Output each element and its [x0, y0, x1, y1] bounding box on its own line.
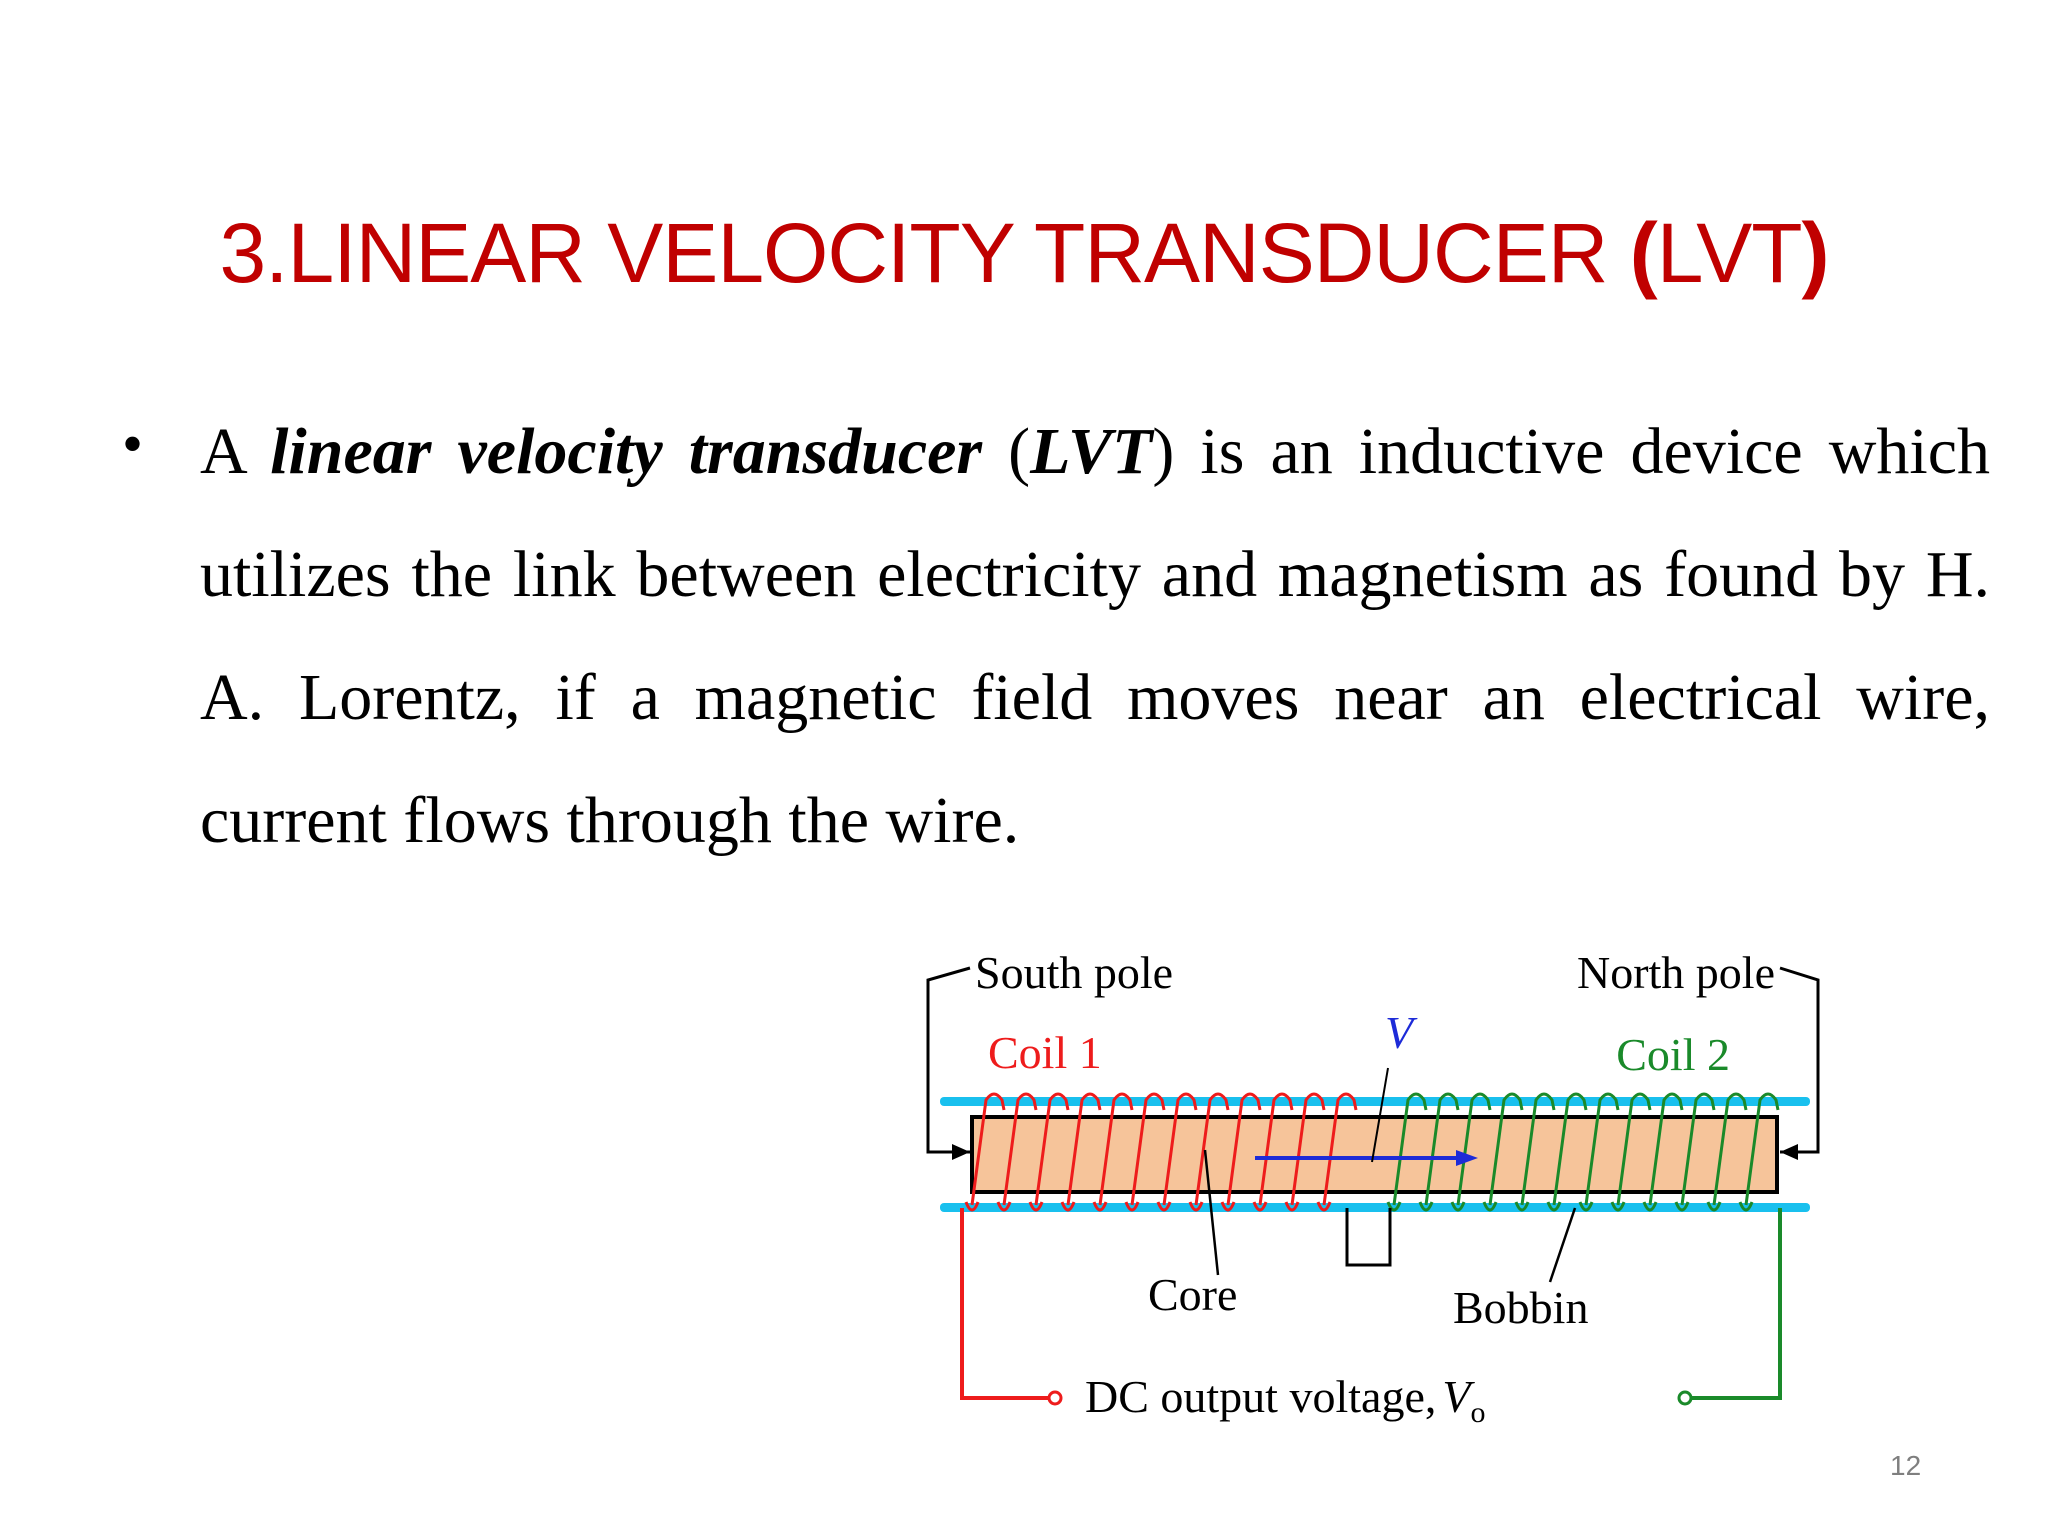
coil-2-turn [1648, 1092, 1684, 1206]
coil-1-turn [1066, 1092, 1102, 1206]
coil-2-turn-bottom [1674, 1201, 1690, 1212]
bullet-paragraph: A linear velocity transducer (LVT) is an… [200, 390, 1990, 882]
coil-1-turn-bottom [1060, 1201, 1076, 1212]
lvt-diagram: South pole North pole Coil 1 Coil 2 V Co… [926, 947, 1820, 1429]
bobbin-label: Bobbin [1453, 1282, 1588, 1333]
para-rest: ) is an inductive device which utilizes … [200, 415, 1991, 857]
coil-1-windings [964, 1092, 1358, 1212]
bobbin-top-rail [940, 1097, 1810, 1106]
coil-1-turn-bottom [1252, 1201, 1268, 1212]
coil-2-turn-bottom [1450, 1201, 1466, 1212]
title-abbreviation: LVT [1656, 206, 1803, 300]
bobbin-leader [1548, 1207, 1577, 1283]
coil-2-turn-bottom [1482, 1201, 1498, 1212]
coil-1-turn-bottom [1220, 1201, 1236, 1212]
bobbin-bottom-rail [940, 1203, 1810, 1212]
coil-junction-wire [1345, 1208, 1392, 1267]
coil-1-turn [970, 1092, 1006, 1206]
core-label: Core [1148, 1269, 1237, 1320]
output-voltage-label: DC output voltage,Vo [1085, 1371, 1485, 1429]
coil-1-turn-bottom [1188, 1201, 1204, 1212]
coil-2-turn [1712, 1092, 1748, 1206]
coil-1-turn-bottom [1316, 1201, 1332, 1212]
coil-1-turn [1162, 1092, 1198, 1206]
coil-2-turn-bottom [1546, 1201, 1562, 1212]
para-term: linear velocity transducer [270, 415, 983, 488]
coil-2-turn-bottom [1610, 1201, 1626, 1212]
page-number: 12 [1890, 1450, 1922, 1481]
bullet-marker: • [122, 411, 144, 477]
coil-1-turn-bottom [1284, 1201, 1300, 1212]
output-terminal-left [1047, 1390, 1063, 1406]
coil-2-turn-bottom [1738, 1201, 1754, 1212]
south-pole-bracket [926, 966, 971, 1154]
slide-title: 3.LINEAR VELOCITY TRANSDUCER (LVT) [0, 205, 2048, 302]
coil-1-turn-bottom [1028, 1201, 1044, 1212]
coil-1-turn [1258, 1092, 1294, 1206]
coil-2-turn-bottom [1514, 1201, 1530, 1212]
para-article: A [200, 415, 271, 488]
title-close-paren: ) [1801, 206, 1830, 300]
coil-1-turn [1130, 1092, 1166, 1206]
velocity-arrowhead [1456, 1150, 1478, 1166]
coil-2-turn [1424, 1092, 1460, 1206]
coil-2-turn-bottom [1386, 1201, 1402, 1212]
output-voltage-symbol: V [1442, 1371, 1475, 1422]
south-arrowhead [952, 1144, 970, 1160]
coil-2-turn-bottom [1418, 1201, 1434, 1212]
south-pole-label: South pole [975, 947, 1173, 998]
output-voltage-text: DC output voltage, [1085, 1371, 1436, 1422]
coil-2-turn [1744, 1092, 1780, 1206]
coil-2-windings [1386, 1092, 1780, 1212]
coil-1-turn [1194, 1092, 1230, 1206]
coil-2-turn [1584, 1092, 1620, 1206]
coil-1-lead-wire [960, 1208, 1050, 1400]
coil-1-turn-bottom [996, 1201, 1012, 1212]
coil-2-label: Coil 2 [1616, 1029, 1730, 1080]
coil-2-turn [1456, 1092, 1492, 1206]
coil-1-turn [1002, 1092, 1038, 1206]
coil-2-turn-bottom [1706, 1201, 1722, 1212]
title-open-paren: ( [1629, 206, 1658, 300]
coil-2-turn [1488, 1092, 1524, 1206]
coil-1-turn [1290, 1092, 1326, 1206]
para-open: ( [982, 415, 1031, 488]
coil-1-turn [1226, 1092, 1262, 1206]
coil-1-label: Coil 1 [988, 1027, 1102, 1078]
core-leader [1203, 1149, 1220, 1276]
coil-1-turn-bottom [964, 1201, 980, 1212]
coil-2-turn [1392, 1092, 1428, 1206]
north-pole-bracket [1779, 966, 1820, 1154]
coil-1-turn-bottom [1124, 1201, 1140, 1212]
velocity-label: V [1385, 1007, 1418, 1058]
coil-1-turn-bottom [1092, 1201, 1108, 1212]
velocity-leader [1371, 1067, 1389, 1163]
coil-1-turn [1322, 1092, 1358, 1206]
title-main: 3.LINEAR VELOCITY TRANSDUCER [219, 206, 1630, 300]
north-arrowhead [1780, 1144, 1798, 1160]
output-terminal-right [1677, 1390, 1693, 1406]
north-pole-label: North pole [1577, 947, 1775, 998]
coil-2-lead-wire [1690, 1208, 1782, 1400]
coil-2-turn [1680, 1092, 1716, 1206]
coil-2-turn-bottom [1642, 1201, 1658, 1212]
coil-1-turn [1034, 1092, 1070, 1206]
coil-2-turn [1552, 1092, 1588, 1206]
coil-2-turn-bottom [1578, 1201, 1594, 1212]
output-voltage-subscript: o [1470, 1396, 1485, 1429]
para-abbr: LVT [1030, 415, 1153, 488]
coil-1-turn [1098, 1092, 1134, 1206]
coil-2-turn [1616, 1092, 1652, 1206]
coil-1-turn-bottom [1156, 1201, 1172, 1212]
coil-2-turn [1520, 1092, 1556, 1206]
